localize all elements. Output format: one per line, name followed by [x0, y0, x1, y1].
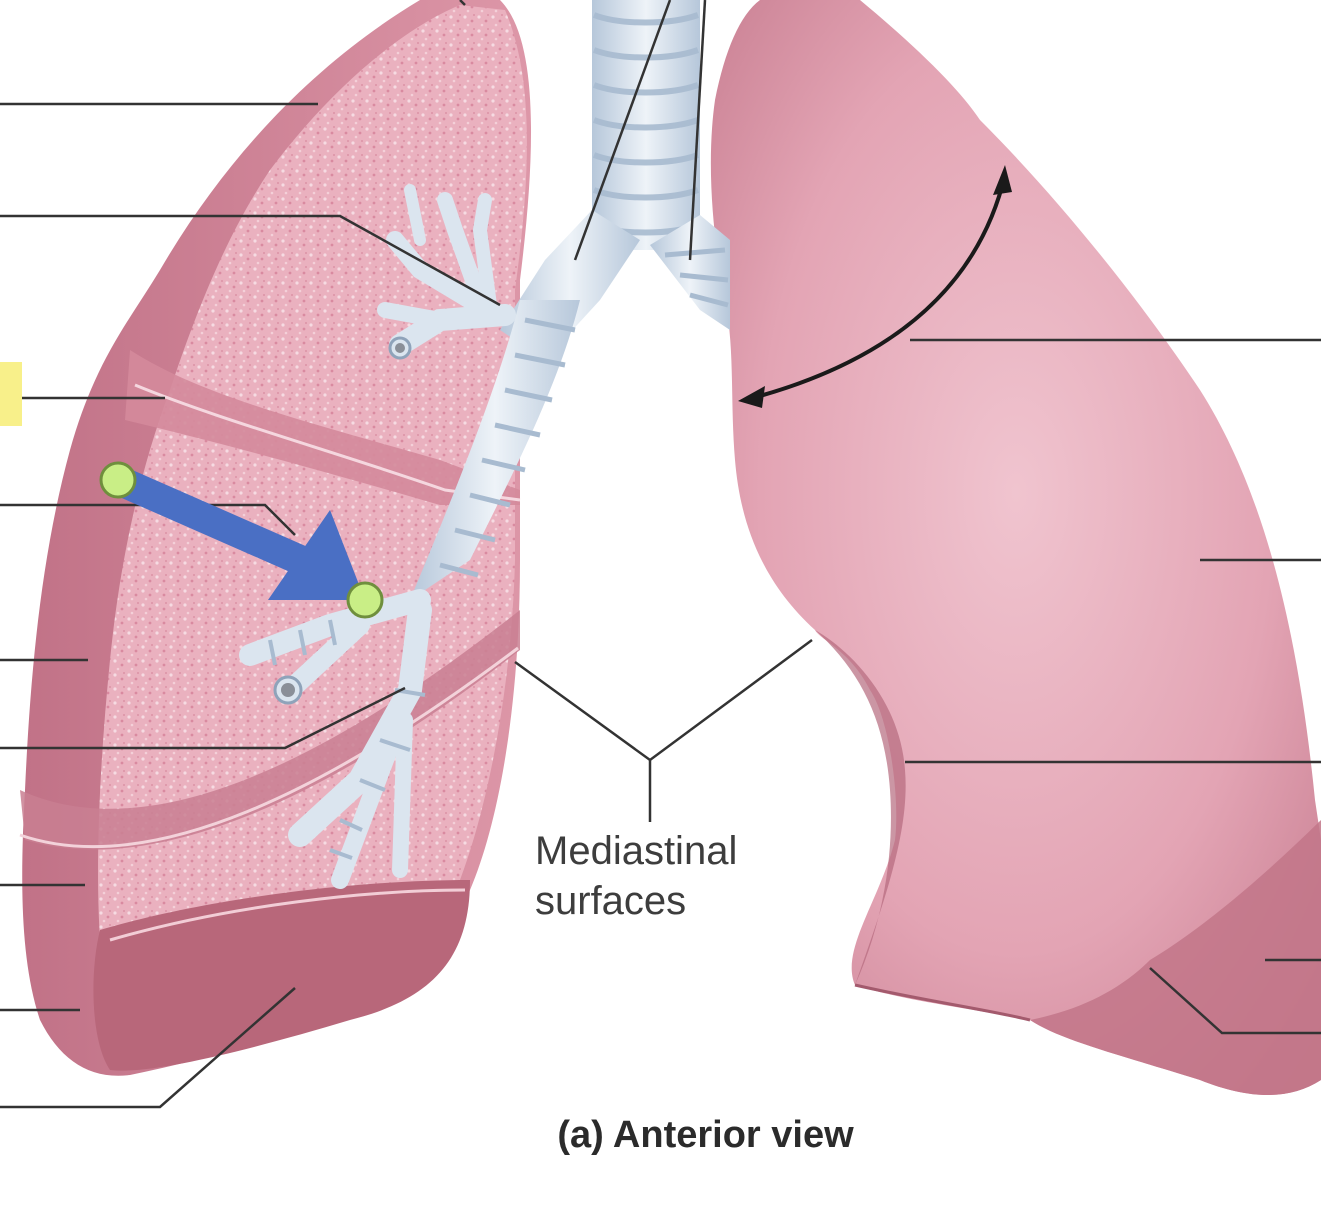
figure-caption-text: (a) Anterior view [557, 1114, 854, 1156]
figure-caption: (a) Anterior view [0, 1114, 1321, 1157]
mediastinal-label-line1: Mediastinal [535, 829, 738, 873]
leader-lines [0, 0, 1321, 1109]
intermediate-bronchus [410, 300, 580, 600]
right-lung-base [93, 880, 470, 1071]
left-lung [710, 0, 1321, 1095]
left-lung-inferior-lobe [1030, 820, 1321, 1095]
mediastinal-surfaces-label: Mediastinal surfaces [535, 826, 737, 926]
hilum-arc-arrow [744, 174, 1007, 402]
highlighted-label-marker [0, 362, 22, 426]
drag-start-handle[interactable] [99, 461, 137, 499]
mediastinal-label-line2: surfaces [535, 879, 687, 923]
drag-end-handle[interactable] [346, 581, 384, 619]
left-lung-surface [710, 0, 1321, 1095]
drag-arrow[interactable] [99, 461, 384, 619]
horizontal-fissure [125, 350, 520, 505]
